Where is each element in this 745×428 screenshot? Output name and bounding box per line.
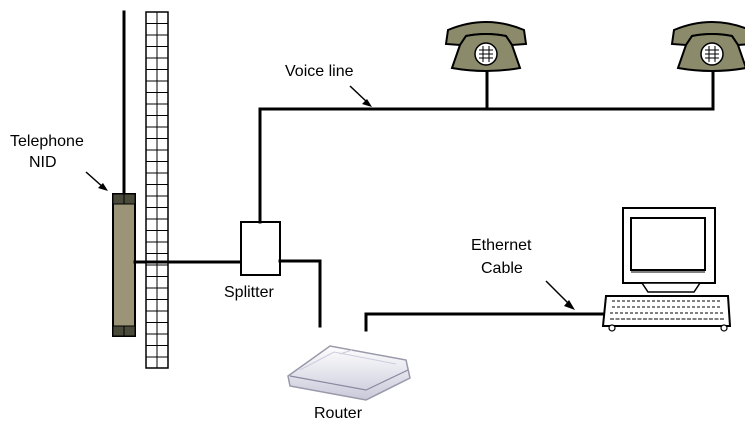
voice-line-pointer-arrow: [349, 85, 372, 107]
telephone-nid-label-line1: Telephone: [10, 133, 84, 150]
splitter-label: Splitter: [224, 284, 274, 301]
voice-line-wire: [258, 107, 715, 224]
telephone-icon: [444, 21, 528, 72]
splitter-box: [240, 221, 281, 276]
ethernet-pointer-arrow: [545, 280, 575, 310]
splitter-to-router-wire: [278, 259, 322, 328]
ethernet-cable-wire: [364, 312, 608, 332]
voice-line-label: Voice line: [285, 63, 354, 80]
ethernet-label-line1: Ethernet: [471, 237, 532, 254]
nid-box: [112, 193, 136, 337]
wall-grid: [145, 11, 169, 369]
router-icon: [287, 345, 411, 401]
router-label: Router: [314, 405, 363, 422]
telephone-nid-label-line2: NID: [29, 154, 57, 171]
telephone-icon: [670, 21, 745, 72]
nid-pointer-arrow: [85, 171, 108, 191]
computer-icon: [601, 207, 732, 332]
ethernet-label-line2: Cable: [481, 260, 523, 277]
